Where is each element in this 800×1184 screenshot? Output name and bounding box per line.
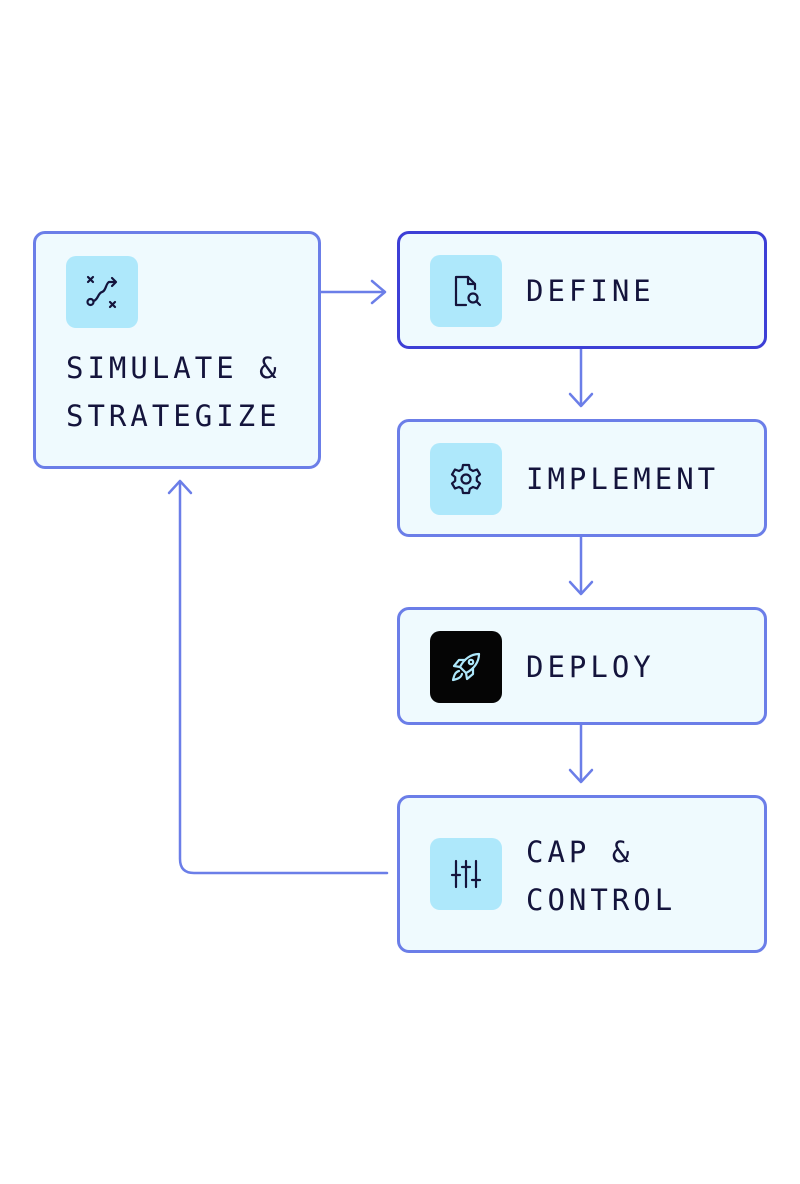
step-deploy: DEPLOY — [397, 607, 767, 725]
sliders-icon — [430, 838, 502, 910]
route-icon — [66, 256, 138, 328]
step-simulate-strategize: SIMULATE & STRATEGIZE — [33, 231, 321, 469]
step-label: SIMULATE & STRATEGIZE — [66, 351, 281, 433]
document-search-icon — [430, 255, 502, 327]
rocket-icon — [430, 631, 502, 703]
step-label: DEFINE — [526, 274, 655, 308]
arrow-simulate-to-define — [319, 279, 387, 305]
arrow-cap-to-simulate — [167, 479, 389, 875]
arrow-deploy-to-cap — [568, 723, 594, 784]
step-implement: IMPLEMENT — [397, 419, 767, 537]
step-label: IMPLEMENT — [526, 462, 720, 496]
step-label: DEPLOY — [526, 650, 655, 684]
step-label: CAP & CONTROL — [526, 835, 677, 917]
arrow-implement-to-deploy — [568, 535, 594, 596]
arrow-define-to-implement — [568, 347, 594, 408]
step-define: DEFINE — [397, 231, 767, 349]
step-cap-control: CAP & CONTROL — [397, 795, 767, 953]
gear-icon — [430, 443, 502, 515]
